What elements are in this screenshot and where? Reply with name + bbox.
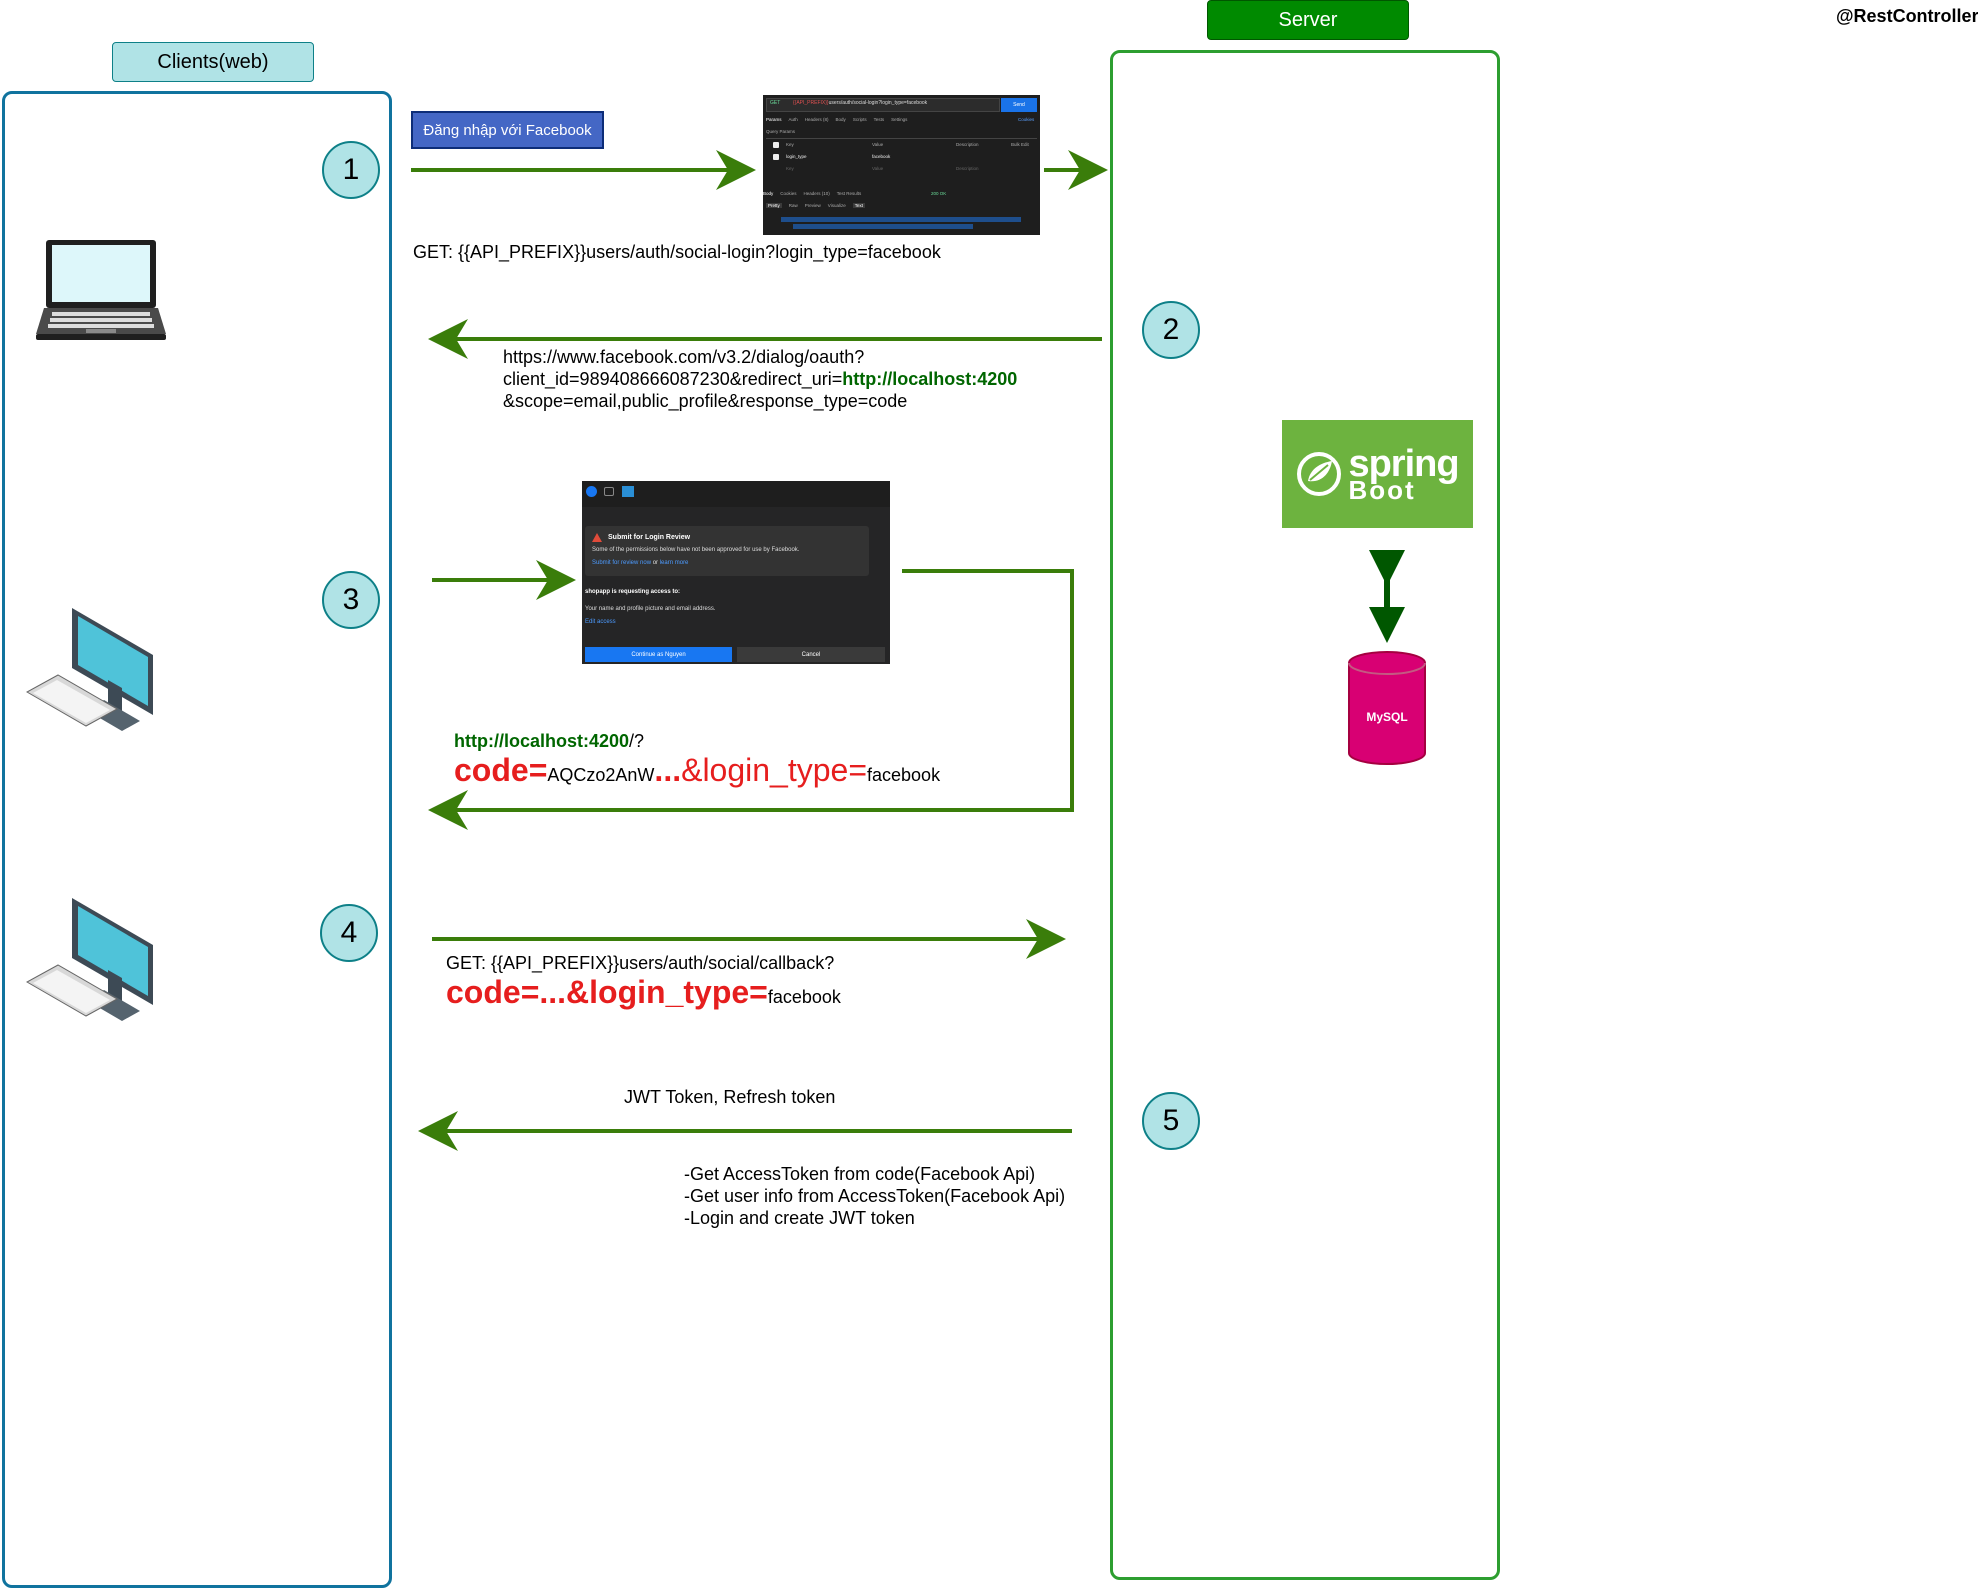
step3-code-key: code=: [454, 752, 548, 788]
postman-response-tab[interactable]: Cookies: [780, 191, 797, 196]
step5-response: JWT Token, Refresh token: [624, 1087, 836, 1107]
postman-cookies-link[interactable]: Cookies: [1018, 117, 1035, 122]
boot-word: Boot: [1348, 475, 1416, 505]
postman-tab[interactable]: Auth: [788, 117, 798, 122]
postman-tab[interactable]: Tests: [873, 117, 885, 122]
step2-client-id: client_id=989408666087230&redirect_uri=: [503, 369, 843, 389]
step3-host-suffix: /?: [629, 731, 645, 751]
postman-tab[interactable]: Scripts: [852, 117, 867, 122]
postman-tab[interactable]: Settings: [891, 117, 908, 122]
mysql-label: MySQL: [1366, 710, 1408, 724]
submit-review-link[interactable]: Submit for review now: [592, 560, 652, 566]
continue-button[interactable]: Continue as Nguyen: [585, 647, 732, 662]
server-lane: [1110, 50, 1500, 1580]
step2-line2: client_id=989408666087230&redirect_uri=h…: [503, 368, 1017, 390]
postman-row-value[interactable]: facebook: [872, 154, 891, 159]
facebook-login-button[interactable]: Đăng nhập với Facebook: [411, 111, 604, 149]
postman-url: users/auth/social-login?login_type=faceb…: [828, 100, 928, 106]
postman-status: 200 OK: [931, 191, 947, 196]
desktop-computer-icon: [25, 898, 153, 1021]
step2-redirect-host: http://localhost:4200: [842, 369, 1018, 389]
step-5-marker: 5: [1142, 1092, 1200, 1150]
step4-code: code=...&login_type=: [446, 974, 768, 1010]
mysql-database-icon: [1348, 651, 1426, 765]
step-2-marker: 2: [1142, 301, 1200, 359]
postman-col-key: Key: [786, 142, 794, 147]
postman-desc-placeholder[interactable]: Description: [956, 166, 979, 171]
step1-request-label: GET: {{API_PREFIX}}users/auth/social-log…: [413, 242, 941, 262]
postman-col-desc: Description: [956, 142, 979, 147]
arrow-step3-callback: [428, 569, 1074, 830]
step5-note: -Login and create JWT token: [684, 1208, 915, 1228]
postman-col-value: Value: [872, 142, 884, 147]
postman-row-key[interactable]: login_type: [786, 154, 807, 159]
modal-title: Submit for Login Review: [608, 534, 691, 541]
postman-tab[interactable]: Body: [835, 117, 846, 122]
postman-request-screenshot: GET {{API_PREFIX}}users/auth/social-logi…: [763, 95, 1040, 235]
step3-type-value: facebook: [867, 765, 941, 785]
cancel-button[interactable]: Cancel: [737, 647, 885, 662]
server-lane-title: Server: [1207, 0, 1409, 40]
postman-query-label: Query Params: [766, 129, 796, 134]
postman-url-prefix: {{API_PREFIX}}: [793, 100, 829, 106]
step3-ellipsis: ...: [654, 752, 682, 788]
step3-type-key: &login_type=: [681, 752, 868, 788]
postman-view-tab[interactable]: Raw: [788, 203, 798, 208]
postman-view-tab[interactable]: Preview: [804, 203, 821, 208]
step3-host-line: http://localhost:4200/?: [454, 730, 644, 752]
desktop-computer-icon: [25, 608, 153, 731]
rest-controller-annotation: @RestController: [1836, 6, 1978, 26]
step2-line3: &scope=email,public_profile&response_typ…: [503, 391, 908, 411]
step2-line1: https://www.facebook.com/v3.2/dialog/oau…: [503, 347, 865, 367]
step3-code-line: code=AQCzo2AnW...&login_type=facebook: [454, 752, 940, 789]
facebook-icon: [586, 486, 597, 497]
step4-request: GET: {{API_PREFIX}}users/auth/social/cal…: [446, 953, 835, 973]
postman-response-tab[interactable]: Test Results: [836, 191, 862, 196]
postman-tab[interactable]: Headers (8): [804, 117, 829, 122]
step4-code-line: code=...&login_type=facebook: [446, 974, 841, 1011]
modal-body: Some of the permissions below have not b…: [592, 547, 800, 553]
postman-view-tab[interactable]: Visualize: [827, 203, 846, 208]
step5-note: -Get AccessToken from code(Facebook Api): [684, 1164, 1036, 1184]
client-lane: [2, 91, 392, 1588]
step-3-marker: 3: [322, 571, 380, 629]
laptop-icon: [36, 240, 166, 340]
extension-icon: [622, 486, 634, 497]
modal-or: or: [652, 560, 659, 566]
modal-request: shopapp is requesting access to:: [585, 589, 681, 595]
step3-host: http://localhost:4200: [454, 731, 630, 751]
postman-tab[interactable]: Params: [766, 117, 782, 122]
postman-key-placeholder[interactable]: Key: [786, 166, 794, 171]
edit-access-link[interactable]: Edit access: [585, 619, 616, 625]
client-lane-title: Clients(web): [112, 42, 314, 82]
spring-word: spring: [1348, 443, 1459, 485]
facebook-consent-screenshot: Submit for Login Review Some of the perm…: [582, 481, 890, 664]
postman-response-tab[interactable]: Headers (10): [803, 191, 830, 196]
spring-boot-logo: spring Boot: [1282, 420, 1473, 528]
step3-code-value: AQCzo2AnW: [547, 765, 655, 785]
postman-format[interactable]: Text: [852, 203, 865, 208]
postman-bulk-edit[interactable]: Bulk Edit: [1011, 142, 1029, 147]
postman-method: GET: [770, 100, 781, 106]
modal-scope: Your name and profile picture and email …: [585, 606, 716, 612]
step-4-marker: 4: [320, 904, 378, 962]
warning-icon: [592, 533, 602, 542]
postman-view-tab[interactable]: Pretty: [766, 203, 782, 208]
step-1-marker: 1: [322, 141, 380, 199]
spring-leaf-icon: [1297, 452, 1342, 496]
postman-send-button[interactable]: Send: [1001, 98, 1037, 112]
learn-more-link[interactable]: learn more: [659, 560, 689, 566]
postman-value-placeholder[interactable]: Value: [872, 166, 884, 171]
refresh-icon: [604, 487, 614, 496]
step4-type-value: facebook: [767, 987, 841, 1007]
postman-response-tab[interactable]: Body: [763, 191, 774, 196]
step5-note: -Get user info from AccessToken(Facebook…: [684, 1186, 1066, 1206]
